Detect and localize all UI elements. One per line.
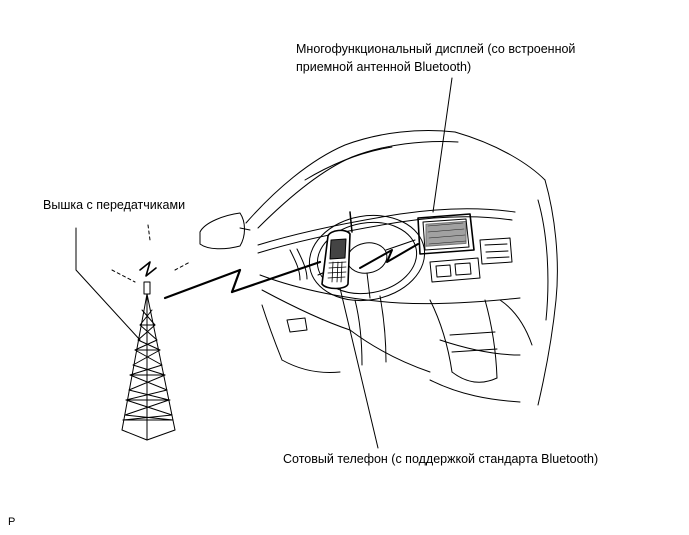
car-body-outline (199, 130, 558, 406)
tower-label: Вышка с передатчиками (43, 198, 186, 212)
cell-phone-icon (321, 211, 353, 290)
transmission-tower-icon (121, 281, 176, 441)
display-label: Многофункциональный дисплей (со встроенн… (296, 40, 575, 76)
display-label-line1: Многофункциональный дисплей (со встроенн… (296, 42, 576, 56)
multifunction-display-icon (417, 213, 481, 283)
signal-dash-lines (111, 224, 191, 283)
phone-leader-line (339, 287, 379, 449)
steering-wheel (308, 214, 426, 366)
display-leader-line (432, 77, 453, 213)
figure-code: P (8, 516, 16, 528)
phone-label: Сотовый телефон (с поддержкой стандарта … (283, 452, 599, 466)
tower-leader-line (75, 227, 141, 341)
display-label-line2: приемной антенной Bluetooth) (296, 60, 472, 74)
lightning-signal-icon (139, 243, 419, 300)
